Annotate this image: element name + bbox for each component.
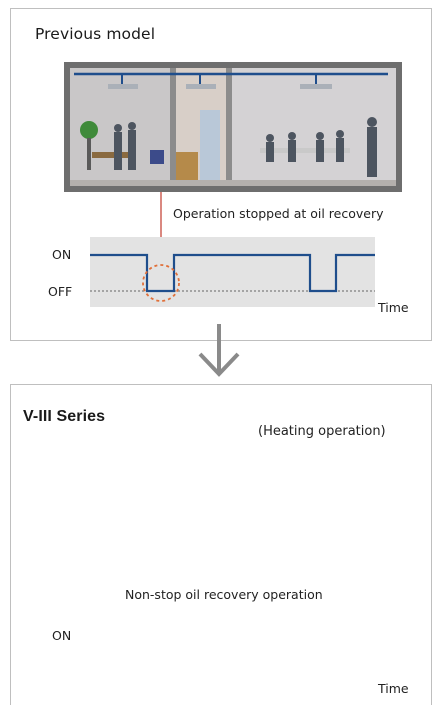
door [200,110,220,180]
ac-unit-2 [186,84,216,89]
on-label: ON [52,628,72,643]
people-left [114,122,164,170]
chart-background [90,237,375,307]
wall-1 [170,68,176,186]
on-label: ON [52,247,72,262]
ac-unit-3 [300,84,332,89]
highlight-circle-icon [142,264,180,302]
plant [80,121,98,139]
off-label: OFF [48,284,73,299]
previous-model-timing-chart [90,237,375,307]
wall-2 [226,68,232,186]
cabinet [176,152,198,180]
v3-series-panel [10,384,432,705]
heating-operation-subtitle: (Heating operation) [258,424,386,439]
time-axis-label: Time [378,300,409,315]
oil-recovery-stop-annotation: Operation stopped at oil recovery [173,206,384,221]
v3-series-title: V-III Series [23,408,106,425]
down-arrow-icon [198,324,240,377]
office-room-illustration [64,62,402,192]
time-axis-label: Time [378,681,409,696]
people-right [260,117,377,177]
non-stop-annotation: Non-stop oil recovery operation [125,587,323,602]
ac-unit-1 [108,84,138,89]
previous-model-title: Previous model [35,25,156,43]
desk-left [92,152,128,158]
